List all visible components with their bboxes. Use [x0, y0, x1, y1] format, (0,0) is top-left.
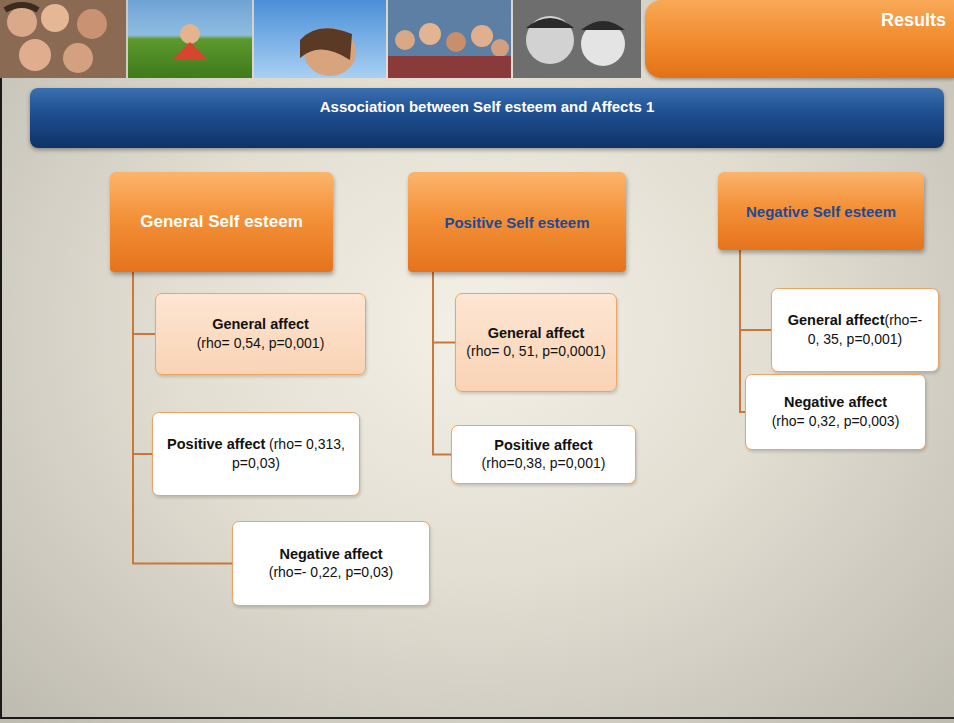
affect-name: General affect	[488, 324, 585, 343]
correlation-value: (rho= 0,54, p=0,001)	[197, 334, 325, 353]
result-box: General affect(rho= 0,54, p=0,001)	[155, 293, 366, 375]
affect-name: Positive affect	[167, 436, 265, 452]
box-label: Negative Self esteem	[746, 203, 896, 220]
result-box: Negative affect(rho= 0,32, p=0,003)	[745, 374, 926, 450]
result-box: Positive affect(rho= 0,313, p=0,03)	[152, 412, 360, 496]
text-flow: General affect(rho=- 0, 35, p=0,001)	[780, 311, 930, 349]
tree-connector	[133, 272, 152, 454]
result-box: General affect(rho=- 0, 35, p=0,001)	[771, 288, 939, 372]
tree-connector	[433, 272, 451, 455]
affect-name: General affect	[788, 312, 885, 328]
correlation-value: (rho=- 0,22, p=0,03)	[269, 563, 394, 582]
text-flow: Positive affect(rho= 0,313, p=0,03)	[161, 435, 351, 473]
correlation-value: (rho=0,38, p=0,001)	[482, 454, 606, 473]
result-box: Positive affect(rho=0,38, p=0,001)	[451, 425, 636, 484]
affect-name: Negative affect	[279, 545, 382, 564]
affect-name: Positive affect	[494, 436, 592, 455]
affect-name: General affect	[212, 315, 309, 334]
category-box: Negative Self esteem	[718, 172, 924, 250]
affect-name: Negative affect	[784, 393, 887, 412]
box-label: General Self esteem	[140, 212, 303, 232]
correlation-value: (rho= 0, 51, p=0,0001)	[466, 342, 605, 361]
correlation-value: (rho= 0,32, p=0,003)	[772, 412, 900, 431]
tree-connector	[740, 250, 771, 330]
tree-connector	[433, 272, 455, 343]
results-tab: Results	[645, 0, 954, 78]
box-label: Results	[881, 10, 946, 31]
tree-connector	[133, 272, 155, 334]
title-text: Association between Self esteem and Affe…	[320, 98, 655, 115]
result-box: General affect(rho= 0, 51, p=0,0001)	[455, 293, 617, 392]
category-box: General Self esteem	[110, 172, 333, 272]
box-label: Positive Self esteem	[444, 214, 589, 231]
result-box: Negative affect(rho=- 0,22, p=0,03)	[232, 521, 430, 606]
category-box: Positive Self esteem	[408, 172, 626, 272]
title-band: Association between Self esteem and Affe…	[30, 88, 944, 148]
